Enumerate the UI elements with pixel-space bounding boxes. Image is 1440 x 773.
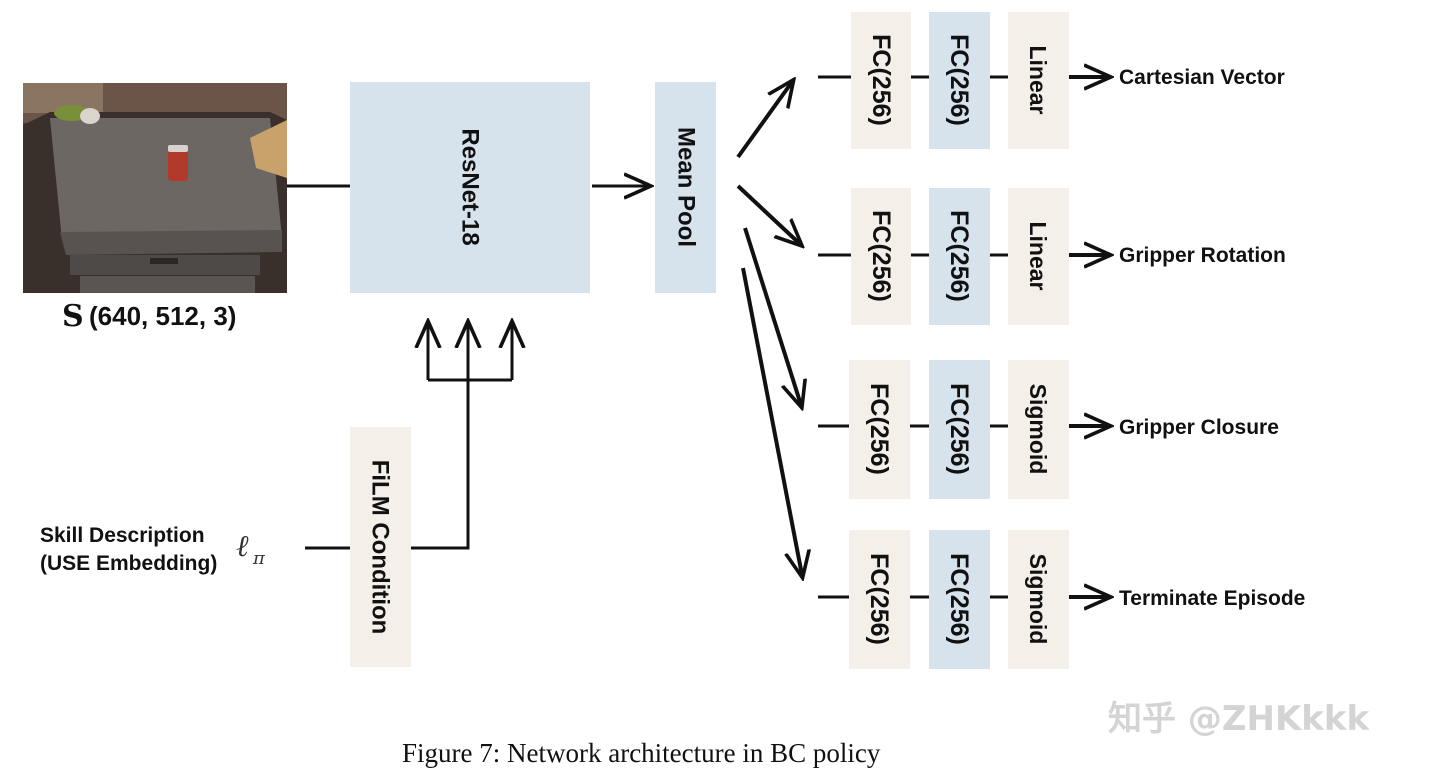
output-label: Gripper Closure [1119, 416, 1279, 439]
fc1-label: FC(256) [867, 34, 895, 126]
activation-block [1008, 12, 1069, 149]
fc2-label: FC(256) [945, 553, 973, 645]
activation-block [1008, 360, 1069, 499]
activation-label: Sigmoid [1025, 384, 1051, 475]
skill-symbol: ℓ [236, 529, 249, 564]
resnet-block [350, 82, 590, 293]
fc2-block [929, 530, 990, 669]
film-connector [411, 324, 512, 550]
skill-description-line2: (USE Embedding) [40, 552, 217, 575]
head-gripper-rotation: FC(256) FC(256) Linear Gripper Rotation [818, 188, 1286, 325]
mean-pool-label: Mean Pool [673, 127, 700, 247]
activation-label: Linear [1025, 45, 1051, 114]
film-condition-label: FiLM Condition [367, 460, 394, 635]
activation-block [1008, 530, 1069, 669]
fc1-label: FC(256) [865, 383, 893, 475]
output-label: Gripper Rotation [1119, 244, 1286, 267]
branch-arrows [736, 82, 802, 575]
head-gripper-closure: FC(256) FC(256) Sigmoid Gripper Closure [818, 360, 1279, 499]
skill-symbol-subscript: π [252, 548, 266, 569]
fc1-label: FC(256) [867, 210, 895, 302]
input-shape-label: (640, 512, 3) [89, 301, 236, 331]
fc2-label: FC(256) [945, 210, 973, 302]
fc2-label: FC(256) [945, 383, 973, 475]
fc2-block [929, 360, 990, 499]
resnet-label: ResNet-18 [457, 128, 484, 245]
figure-caption: Figure 7: Network architecture in BC pol… [402, 738, 881, 768]
output-label: Terminate Episode [1119, 587, 1305, 610]
activation-block [1008, 188, 1069, 325]
input-shape-var: S [62, 299, 84, 334]
fc2-block [929, 188, 990, 325]
fc1-block [851, 12, 911, 149]
head-cartesian-vector: FC(256) FC(256) Linear Cartesian Vector [818, 12, 1285, 149]
fc2-label: FC(256) [945, 34, 973, 126]
head-terminate-episode: FC(256) FC(256) Sigmoid Terminate Episod… [818, 530, 1305, 669]
output-label: Cartesian Vector [1119, 66, 1285, 89]
film-condition-block [350, 427, 411, 667]
fc1-block [851, 188, 911, 325]
input-image [23, 83, 287, 293]
fc2-block [929, 12, 990, 149]
mean-pool-block [655, 82, 716, 293]
skill-description-line1: Skill Description [40, 524, 205, 547]
fc1-block [849, 360, 910, 499]
activation-label: Linear [1025, 221, 1051, 290]
watermark: 知乎 @ZHKkkk [1108, 699, 1371, 739]
activation-label: Sigmoid [1025, 554, 1051, 645]
fc1-label: FC(256) [865, 553, 893, 645]
fc1-block [849, 530, 910, 669]
